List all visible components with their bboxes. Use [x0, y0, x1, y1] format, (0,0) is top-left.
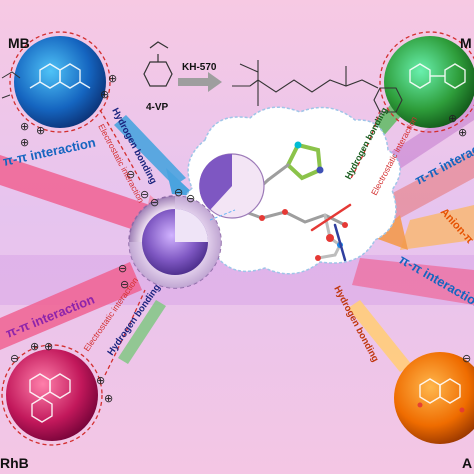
charge-plus: ⊕	[458, 126, 467, 139]
zoom-line	[209, 209, 236, 221]
charge-minus: ⊖	[120, 278, 129, 291]
charge-plus: ⊕	[20, 136, 29, 149]
rhb-sphere-outline	[1, 344, 103, 446]
kh570-structure	[232, 60, 403, 113]
charge-minus: ⊖	[462, 352, 471, 365]
mb-label: MB	[8, 35, 30, 51]
dash-link-mo	[349, 109, 381, 181]
hb-arrow-top-left	[114, 115, 186, 186]
charge-minus: ⊖	[118, 262, 127, 275]
charge-minus: ⊖	[186, 192, 195, 205]
mo-sphere-outline	[379, 31, 474, 133]
charge-plus: ⊕	[30, 340, 39, 353]
charge-minus: ⊖	[10, 352, 19, 365]
charge-minus: ⊖	[140, 188, 149, 201]
a-molecule	[417, 378, 465, 413]
charge-minus: ⊖	[174, 186, 183, 199]
kh570-label: KH-570	[182, 62, 217, 73]
band-bottom-left	[0, 262, 142, 350]
charge-plus: ⊕	[448, 112, 457, 125]
rhb-molecule	[29, 373, 71, 423]
mb-molecule	[29, 63, 91, 89]
band-right-orange	[375, 205, 474, 250]
hb-arrow-bottom-right	[348, 300, 412, 372]
charge-plus: ⊕	[100, 88, 109, 101]
charge-minus: ⊖	[126, 168, 135, 181]
hb-arrow-bottom-left	[118, 300, 166, 364]
mo-label: M	[460, 35, 472, 51]
core-shell-adsorbent	[128, 195, 222, 289]
charge-plus: ⊕	[108, 72, 117, 85]
charge-plus: ⊕	[36, 124, 45, 137]
zoom-sphere	[199, 153, 265, 219]
charge-plus: ⊕	[44, 340, 53, 353]
dash-link-mb	[99, 109, 141, 181]
rhb-label: RhB	[0, 455, 29, 471]
charge-minus: ⊖	[150, 196, 159, 209]
charge-plus: ⊕	[104, 392, 113, 405]
a-label: A	[462, 455, 472, 471]
mo-molecule	[409, 63, 466, 89]
charge-plus: ⊕	[96, 374, 105, 387]
a-sphere	[394, 352, 474, 444]
vp-label: 4-VP	[146, 102, 169, 113]
band-bottom-right	[352, 258, 474, 305]
vp-structure	[143, 41, 173, 87]
hb-arrow-head-top-left	[166, 168, 196, 196]
rhb-sphere	[6, 349, 98, 441]
mb-side-structure	[1, 71, 21, 99]
reaction-arrow	[178, 72, 222, 92]
dash-link-rhb	[104, 289, 146, 376]
charge-plus: ⊕	[20, 120, 29, 133]
mb-sphere-outline	[9, 31, 111, 133]
